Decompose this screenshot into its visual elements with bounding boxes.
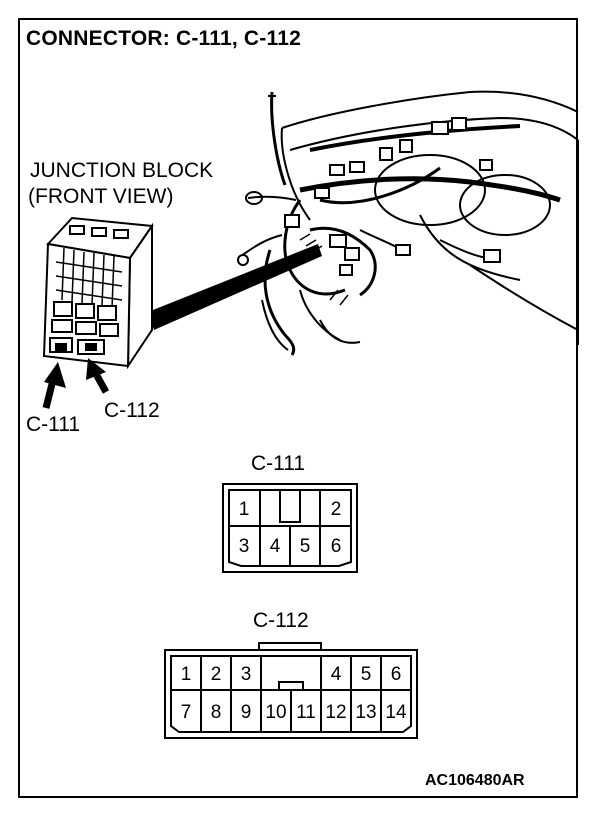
c112-pin-6: 6	[391, 664, 402, 685]
c112-pin-3: 3	[241, 664, 252, 685]
c111-pin-4: 4	[270, 536, 281, 557]
c112-pointer-arrow	[86, 358, 110, 394]
c112-pin-10: 10	[265, 702, 286, 723]
c111-pin-1: 1	[239, 499, 250, 520]
c112-pin-7: 7	[181, 702, 192, 723]
c111-connector-face	[222, 483, 358, 573]
c112-pin-4: 4	[331, 664, 342, 685]
c112-pin-14: 14	[385, 702, 407, 723]
c112-pin-13: 13	[355, 702, 376, 723]
figure-title: CONNECTOR: C-111, C-112	[26, 27, 301, 50]
c112-pin-12: 12	[325, 702, 346, 723]
c111-pin-3: 3	[239, 536, 250, 557]
c112-pointer-label: C-112	[104, 399, 160, 422]
dashboard-harness-illustration	[237, 90, 579, 356]
c112-pin-11: 11	[296, 702, 316, 723]
c112-pin-9: 9	[241, 702, 252, 723]
c111-connector-caption: C-111	[251, 452, 306, 475]
c112-pin-1: 1	[181, 664, 192, 685]
c112-connector-face	[164, 642, 418, 739]
c111-pin-2: 2	[331, 499, 342, 520]
junction-block-label: JUNCTION BLOCK	[30, 159, 214, 182]
c111-pin-6: 6	[331, 536, 342, 557]
c112-connector-caption: C-112	[253, 609, 309, 632]
c112-pin-5: 5	[361, 664, 372, 685]
c111-pin-5: 5	[300, 536, 311, 557]
c111-pointer-label: C-111	[26, 413, 81, 436]
figure-frame	[18, 18, 578, 798]
c112-pin-2: 2	[211, 664, 222, 685]
figure-code: AC106480AR	[425, 772, 525, 789]
c111-pointer-arrow	[42, 362, 66, 409]
front-view-label: (FRONT VIEW)	[28, 185, 174, 208]
c112-pin-8: 8	[211, 702, 222, 723]
location-pointer-wedge	[148, 244, 322, 330]
junction-block-illustration	[42, 216, 154, 370]
